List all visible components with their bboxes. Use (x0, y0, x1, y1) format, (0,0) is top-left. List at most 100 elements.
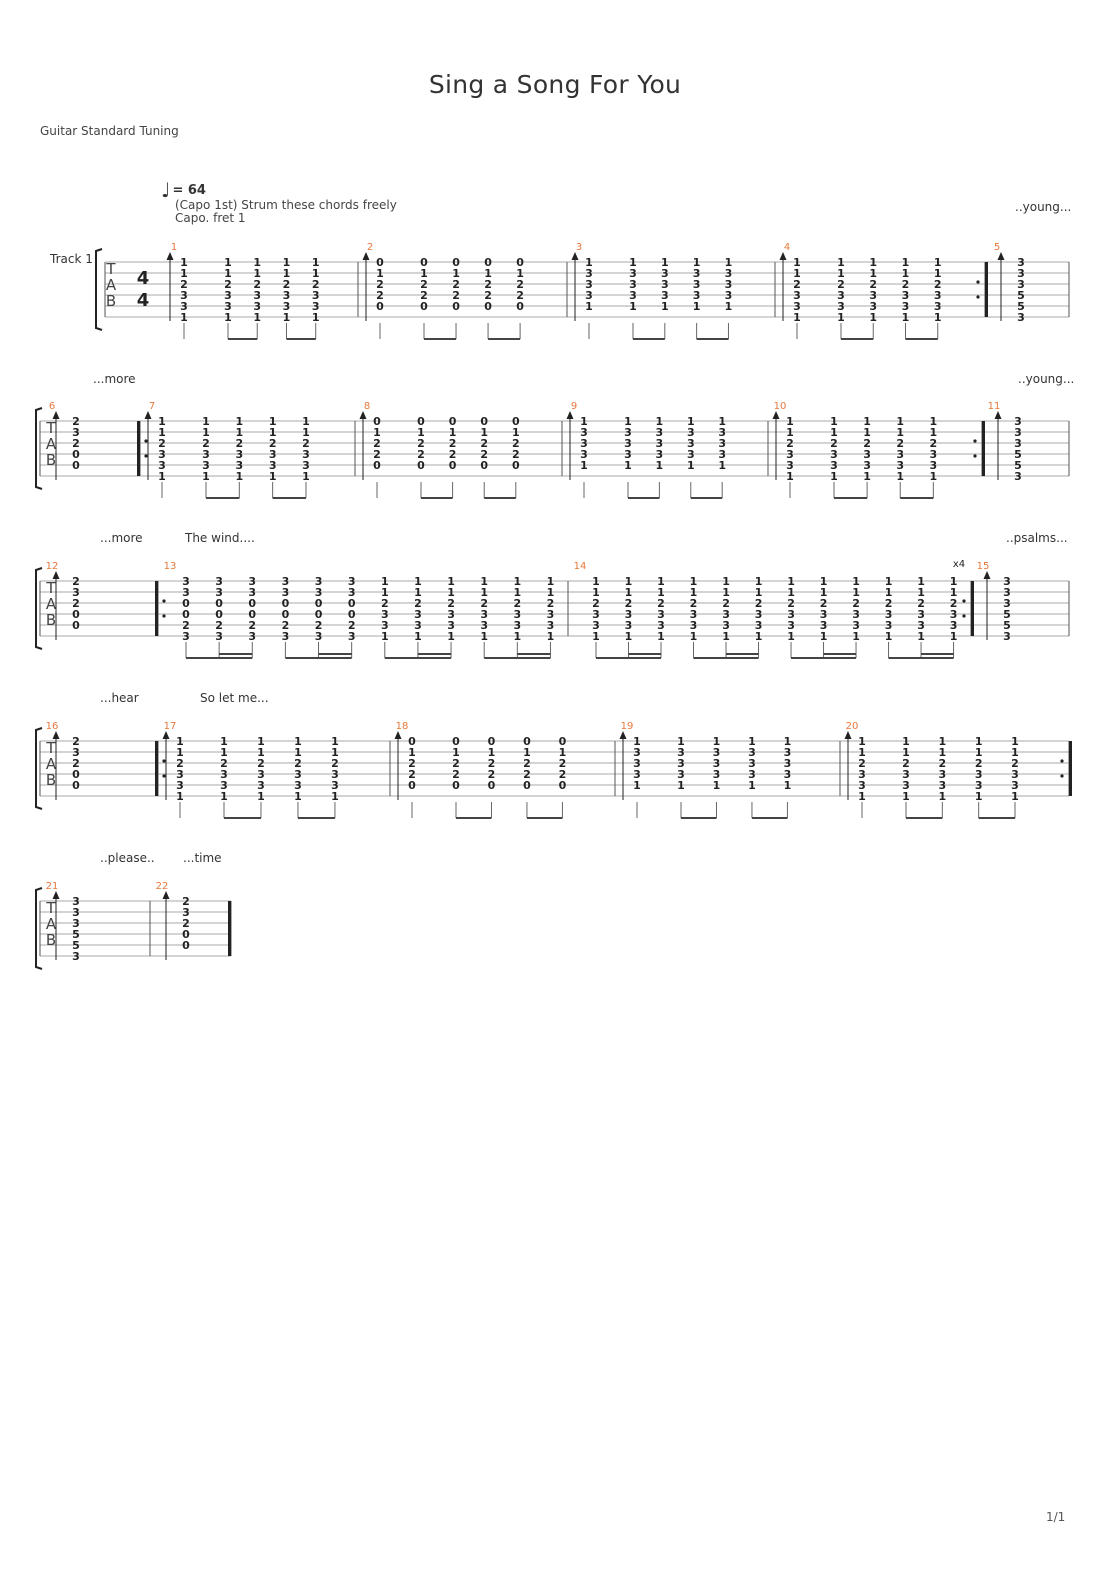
fret-number: 2 (939, 757, 947, 770)
fret-number: 2 (885, 597, 893, 610)
fret-number: 1 (930, 470, 938, 483)
fret-number: 3 (661, 289, 669, 302)
fret-number: 1 (547, 586, 555, 599)
fret-number: 3 (202, 448, 210, 461)
fret-number: 3 (1011, 779, 1019, 792)
fret-number: 2 (158, 437, 166, 450)
fret-number: 3 (661, 278, 669, 291)
fret-number: 3 (592, 608, 600, 621)
repeat-dot (162, 774, 166, 778)
fret-number: 1 (725, 300, 733, 313)
fret-number: 2 (331, 757, 339, 770)
fret-number: 3 (282, 575, 290, 588)
tab-clef-letter: A (46, 595, 57, 613)
fret-number: 3 (633, 746, 641, 759)
measure-number: 17 (164, 721, 177, 732)
fret-number: 3 (414, 608, 422, 621)
fret-number: 2 (373, 437, 381, 450)
system-bracket (95, 248, 103, 331)
fret-number: 2 (348, 619, 356, 632)
fret-number: 3 (513, 608, 521, 621)
lyric-text: So let me... (200, 691, 269, 705)
measure-number: 22 (156, 881, 169, 892)
fret-number: 3 (158, 459, 166, 472)
fret-number: 1 (885, 575, 893, 588)
fret-number: 1 (283, 256, 291, 269)
fret-number: 3 (713, 757, 721, 770)
strum-up-arrow-icon (394, 731, 402, 739)
fret-number: 0 (72, 779, 80, 792)
fret-number: 2 (235, 437, 243, 450)
fret-number: 1 (158, 470, 166, 483)
fret-number: 1 (235, 426, 243, 439)
repeat-dot (144, 454, 148, 458)
fret-number: 1 (975, 790, 983, 803)
repeat-dot (162, 614, 166, 618)
fret-number: 3 (381, 608, 389, 621)
fret-number: 3 (381, 619, 389, 632)
fret-number: 2 (447, 597, 455, 610)
system-bracket (35, 887, 43, 970)
fret-number: 2 (513, 597, 521, 610)
fret-number: 2 (452, 278, 460, 291)
fret-number: 2 (420, 289, 428, 302)
fret-number: 2 (182, 917, 190, 930)
fret-number: 1 (547, 630, 555, 643)
fret-number: 5 (1003, 619, 1011, 632)
time-signature-top: 4 (137, 268, 150, 289)
fret-number: 0 (348, 608, 356, 621)
fret-number: 1 (235, 470, 243, 483)
fret-number: 3 (182, 630, 190, 643)
fret-number: 3 (975, 768, 983, 781)
fret-number: 0 (282, 597, 290, 610)
fret-number: 1 (417, 426, 425, 439)
fret-number: 2 (72, 597, 80, 610)
fret-number: 3 (547, 619, 555, 632)
fret-number: 1 (312, 311, 320, 324)
fret-number: 1 (786, 470, 794, 483)
fret-number: 3 (858, 768, 866, 781)
fret-number: 1 (283, 311, 291, 324)
fret-number: 3 (722, 608, 730, 621)
fret-number: 1 (830, 470, 838, 483)
fret-number: 2 (657, 597, 665, 610)
fret-number: 1 (452, 267, 460, 280)
measure-number: 3 (576, 242, 582, 253)
fret-number: 2 (484, 278, 492, 291)
fret-number: 3 (269, 448, 277, 461)
track-label: Track 1 (50, 252, 93, 266)
fret-number: 1 (1011, 790, 1019, 803)
fret-number: 0 (72, 448, 80, 461)
fret-number: 1 (220, 746, 228, 759)
fret-number: 2 (414, 597, 422, 610)
fret-number: 3 (656, 448, 664, 461)
fret-number: 3 (592, 619, 600, 632)
fret-number: 1 (975, 746, 983, 759)
fret-number: 1 (657, 630, 665, 643)
fret-number: 1 (202, 426, 210, 439)
fret-number: 2 (381, 597, 389, 610)
strum-up-arrow-icon (162, 731, 170, 739)
fret-number: 3 (896, 448, 904, 461)
fret-number: 0 (516, 300, 524, 313)
fret-number: 2 (420, 278, 428, 291)
fret-number: 1 (158, 415, 166, 428)
fret-number: 1 (224, 311, 232, 324)
fret-number: 3 (917, 608, 925, 621)
fret-number: 1 (661, 300, 669, 313)
fret-number: 3 (755, 619, 763, 632)
fret-number: 1 (283, 267, 291, 280)
fret-number: 2 (452, 768, 460, 781)
measure-number: 4 (784, 242, 790, 253)
fret-number: 3 (1014, 415, 1022, 428)
fret-number: 1 (224, 267, 232, 280)
fret-number: 1 (220, 735, 228, 748)
fret-number: 1 (302, 426, 310, 439)
fret-number: 0 (452, 735, 460, 748)
fret-number: 2 (449, 448, 457, 461)
fret-number: 3 (1017, 311, 1025, 324)
fret-number: 0 (449, 459, 457, 472)
measure-number: 6 (49, 401, 55, 412)
strum-up-arrow-icon (362, 252, 370, 260)
fret-number: 2 (930, 437, 938, 450)
